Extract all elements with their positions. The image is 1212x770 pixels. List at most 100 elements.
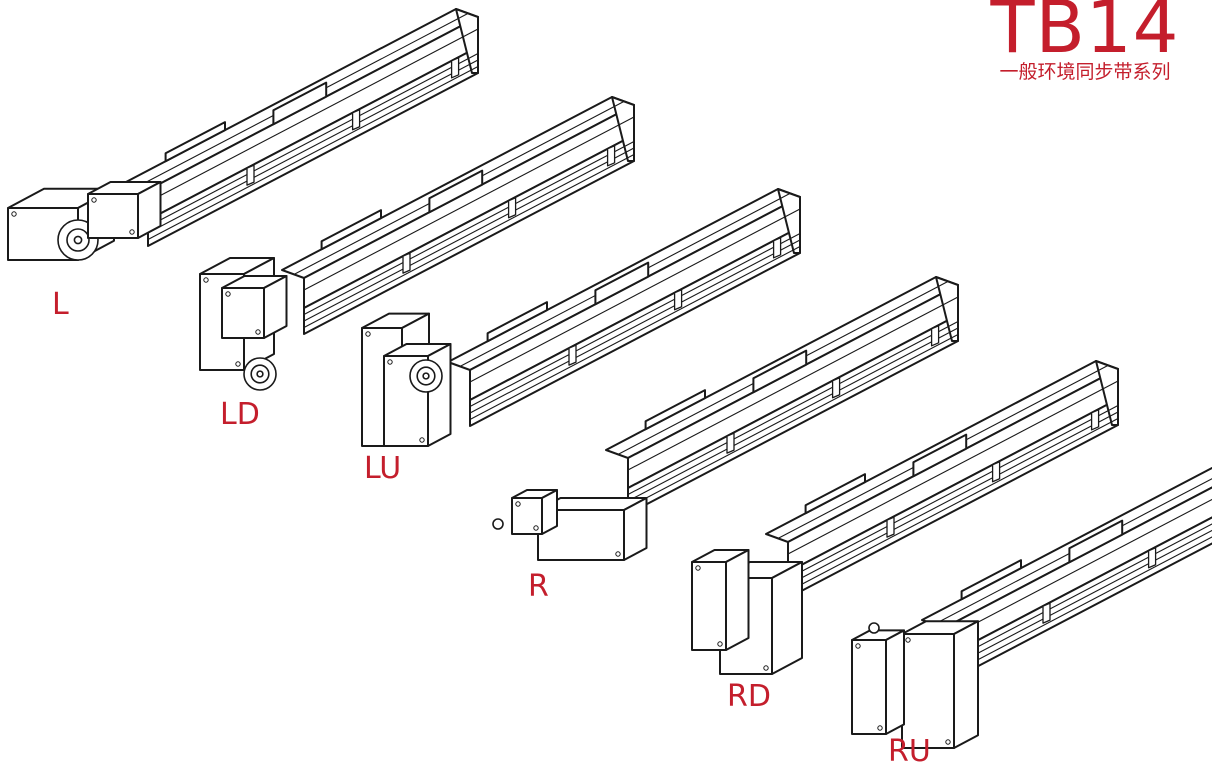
pulley-shaft — [256, 370, 264, 378]
rail-slot-line — [303, 116, 635, 291]
rail-groove-line — [943, 529, 1212, 672]
pulley-shaft — [422, 372, 430, 380]
actuator-RU — [851, 466, 1212, 749]
sensor-bracket — [1147, 547, 1157, 569]
gearhead-LD-front — [221, 287, 265, 339]
coupler-R-front — [511, 497, 543, 535]
bolt-icon — [533, 525, 539, 531]
model-title: TB14 — [990, 0, 1180, 69]
bolt-icon — [763, 665, 769, 671]
mounting-strip — [164, 121, 226, 163]
label-L: L — [52, 287, 69, 322]
actuator-LU — [361, 188, 801, 447]
actuator-R — [492, 276, 959, 561]
label-RD: RD — [727, 679, 771, 714]
actuator-LD — [199, 96, 635, 391]
sensor-bracket — [930, 325, 940, 347]
sensor-bracket — [507, 197, 517, 219]
knob-icon — [868, 622, 880, 634]
bolt-icon — [855, 643, 861, 649]
series-subtitle: 一般环境同步带系列 — [999, 61, 1171, 83]
rail-groove-line — [469, 239, 801, 414]
gearhead-LD-side — [263, 275, 288, 339]
gearhead-RD-side — [725, 549, 750, 651]
mounting-strip — [804, 473, 866, 515]
rail-groove-line — [943, 523, 1212, 665]
gearhead-RU-front — [851, 639, 887, 735]
rail-groove-line — [303, 141, 635, 315]
motor-RU-side — [953, 620, 979, 749]
bolt-icon — [387, 359, 393, 365]
mounting-strip — [960, 559, 1022, 601]
sensor-bracket — [1090, 409, 1100, 431]
bolt-icon — [91, 197, 97, 203]
bolt-icon — [717, 641, 723, 647]
rail-groove-line — [147, 53, 479, 227]
sensor-bracket — [568, 344, 577, 366]
coupler-R-side — [541, 489, 558, 535]
bolt-icon — [695, 565, 701, 571]
rail-groove-line — [469, 233, 801, 407]
rail-groove-line — [787, 418, 1119, 592]
carriage-block — [752, 349, 808, 394]
label-R: R — [528, 569, 549, 604]
rail-slot-line — [147, 28, 479, 203]
carriage-block — [428, 169, 484, 214]
bolt-icon — [255, 329, 261, 335]
mounting-strip — [486, 301, 548, 343]
bolt-icon — [225, 291, 231, 297]
carriage-block — [272, 81, 328, 126]
gearhead-LU-side — [427, 343, 452, 447]
rail-slot-line — [627, 296, 959, 471]
label-RU: RU — [888, 734, 931, 769]
sensor-bracket — [673, 289, 683, 311]
bolt-icon — [365, 331, 371, 337]
knob-icon — [492, 518, 504, 530]
gearhead-RU-side — [885, 629, 905, 735]
rail-groove-line — [627, 334, 959, 508]
sensor-bracket — [246, 164, 255, 186]
bolt-icon — [877, 725, 883, 731]
rail-groove-line — [147, 66, 479, 240]
bolt-icon — [235, 361, 241, 367]
carriage-block — [1068, 519, 1124, 564]
motor-R-front — [537, 509, 625, 561]
actuator-RD — [691, 360, 1119, 675]
bolt-icon — [129, 229, 135, 235]
rail-groove-line — [303, 154, 635, 328]
sensor-bracket — [726, 432, 735, 454]
rail-slot-line — [469, 208, 801, 383]
rail-slot-line — [943, 498, 1212, 641]
rail-groove-line — [469, 246, 801, 420]
sensor-bracket — [831, 377, 841, 399]
mounting-strip — [644, 389, 706, 431]
sensor-bracket — [351, 109, 361, 131]
sensor-bracket — [886, 516, 895, 538]
gearhead-L-front — [87, 193, 139, 239]
motor-RU-front — [901, 633, 955, 749]
sensor-bracket — [606, 145, 616, 167]
sensor-bracket — [450, 57, 460, 79]
bolt-icon — [945, 739, 951, 745]
motor-RD-side — [771, 561, 803, 675]
sensor-bracket — [991, 461, 1001, 483]
bolt-icon — [203, 277, 209, 283]
sensor-bracket — [402, 252, 411, 274]
rail-groove-line — [787, 405, 1119, 579]
carriage-block — [912, 433, 968, 478]
bolt-icon — [419, 437, 425, 443]
rail-groove-line — [147, 59, 479, 234]
rail-front-face — [147, 16, 479, 221]
gearhead-RD-front — [691, 561, 727, 651]
bolt-icon — [905, 637, 911, 643]
rail-front-face — [469, 196, 801, 401]
bolt-icon — [515, 501, 521, 507]
rail-groove-line — [627, 327, 959, 502]
rail-slot-line — [787, 380, 1119, 555]
carriage-block — [594, 261, 650, 306]
motor-R-side — [623, 497, 648, 561]
label-LD: LD — [220, 397, 260, 432]
rail-groove-line — [787, 411, 1119, 586]
